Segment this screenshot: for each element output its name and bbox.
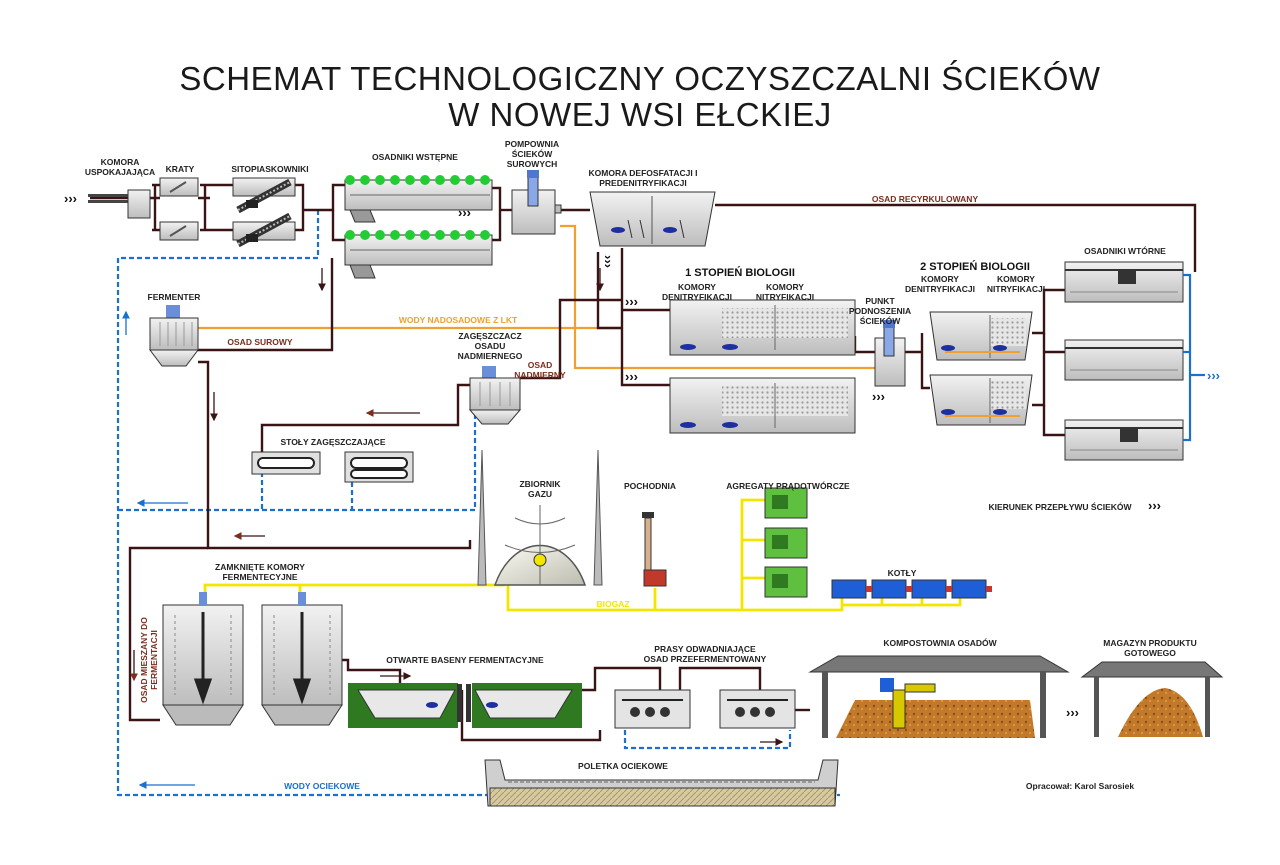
label-osad-nadmierny-1: OSAD [528,360,553,370]
komora-uspokajajaca [88,189,151,219]
label-prasy-1: PRASY ODWADNIAJĄCE [654,644,756,654]
label-punkt-3: ŚCIEKÓW [860,315,902,326]
label-osad-nadmierny-2: NADMIERNY [514,370,566,380]
label-zamkniete-1: ZAMKNIĘTE KOMORY [215,562,305,572]
labels: KOMORA USPOKAJAJĄCA KRATY SITOPIASKOWNIK… [85,139,1197,791]
label-otwarte: OTWARTE BASENY FERMENTACYJNE [386,655,544,665]
kraty-screens [159,177,199,241]
label-osadniki-wtorne: OSADNIKI WTÓRNE [1084,245,1166,256]
label-fermenter: FERMENTER [148,292,201,302]
poletka-ociekowe [484,759,839,807]
title-line-2: W NOWEJ WSI EŁCKIEJ [448,96,832,133]
osadniki-wtorne [1064,261,1184,461]
label-stopien-2: 2 STOPIEŃ BIOLOGII [920,260,1030,273]
pochodnia [642,512,667,587]
stoly-zageszczajace [251,451,414,483]
label-zageszczacz-1: ZAGĘSZCZACZ [458,331,521,341]
magazyn-produktu [1080,661,1224,737]
label-komory-denitr-1a: KOMORY [678,282,716,292]
punkt-podnoszenia [874,320,906,387]
label-zbiornik-2: GAZU [528,489,552,499]
label-wody-ociekowe: WODY OCIEKOWE [284,781,360,791]
label-osad-surowy: OSAD SUROWY [227,337,293,347]
label-zamkniete-2: FERMENTECYJNE [222,572,297,582]
label-zageszczacz-2: OSADU [475,341,506,351]
label-osad-recyrkulowany: OSAD RECYRKULOWANY [872,194,979,204]
label-punkt-2: PODNOSZENIA [849,306,911,316]
label-defosfatacja-2: PREDENITRYFIKACJI [599,178,687,188]
fermenter [149,305,199,367]
zamkniete-komory [162,592,343,726]
flow-direction-arrows [130,268,784,746]
label-komora-2: USPOKAJAJĄCA [85,167,155,177]
komora-defosfatacji [589,191,716,247]
drain-arrows [122,310,195,789]
label-zageszczacz-3: NADMIERNEGO [458,351,523,361]
label-kompostownia: KOMPOSTOWNIA OSADÓW [883,637,997,648]
supernatant-lines [197,224,875,370]
flow-arrow-icon: ››› [625,369,638,384]
otwarte-baseny [348,683,582,728]
flow-arrow-icon: ››› [601,255,616,268]
label-stoly: STOŁY ZAGĘSZCZAJĄCE [280,437,385,447]
label-osad-mieszany-2: FERMENTACJI [149,630,159,690]
label-agregaty: AGREGATY PRĄDOTWÓRCZE [726,480,850,491]
label-punkt-1: PUNKT [865,296,895,306]
label-wody-nadosadowe: WODY NADOSADOWE Z LKT [399,315,518,325]
label-komory-nitr-2a: KOMORY [997,274,1035,284]
label-stopien-1: 1 STOPIEŃ BIOLOGII [685,266,795,279]
label-pompownia-3: SUROWYCH [507,159,558,169]
label-prasy-2: OSAD PRZEFERMENTOWANY [644,654,767,664]
biogas-lines [203,498,962,612]
stopien-2-biologii [929,311,1033,426]
label-defosfatacja-1: KOMORA DEFOSFATACJI I [589,168,698,178]
flow-arrow-icon: ››› [625,294,638,309]
label-opracowal: Opracował: Karol Sarosiek [1026,781,1134,791]
zageszczacz-osadu [468,366,522,425]
flow-arrow-icon: ››› [872,389,885,404]
label-komory-denitr-1b: DENITRYFIKACJI [662,292,732,302]
kompostownia [808,655,1070,738]
label-komory-nitr-1b: NITRYFIKACJI [756,292,814,302]
legend-arrow-icon: ››› [1148,498,1161,513]
label-kierunek: KIERUNEK PRZEPŁYWU ŚCIEKÓW [988,501,1132,512]
label-komory-nitr-2b: NITRYFIKACJI [987,284,1045,294]
sitopiaskowniki [232,177,296,248]
title-line-1: SCHEMAT TECHNOLOGICZNY OCZYSZCZALNI ŚCIE… [179,60,1101,97]
outflow-lines [1183,273,1205,442]
outflow-arrow-icon: ››› [1207,368,1220,383]
label-osadniki-wstepne: OSADNIKI WSTĘPNE [372,152,458,162]
label-biogaz: BIOGAZ [596,599,629,609]
agregaty-pradotworcze [764,487,808,598]
label-magazyn-2: GOTOWEGO [1124,648,1176,658]
label-komory-denitr-2a: KOMORY [921,274,959,284]
inflow-arrow-icon: ››› [64,191,77,206]
triple-arrow-icons: ››› ››› ››› ››› ››› ››› ››› ››› [64,191,1161,720]
label-pompownia-1: POMPOWNIA [505,139,559,149]
mixer-icon [611,219,685,239]
prasy-odwadniajace [614,689,796,729]
label-kraty: KRATY [166,164,195,174]
label-poletka: POLETKA OCIEKOWE [578,761,668,771]
label-magazyn-1: MAGAZYN PRODUKTU [1103,638,1197,648]
label-komory-nitr-1a: KOMORY [766,282,804,292]
label-kotly: KOTŁY [888,568,917,578]
label-zbiornik-1: ZBIORNIK [519,479,561,489]
label-osad-mieszany-1: OSAD MIESZANY DO [139,617,149,703]
drainage-lines [116,210,840,797]
label-pochodnia: POCHODNIA [624,481,676,491]
label-pompownia-2: ŚCIEKÓW [512,148,554,159]
flow-arrow-icon: ››› [1066,705,1079,720]
zbiornik-gazu [477,449,603,586]
pompownia-sciekow [511,170,562,235]
label-sitopiaskowniki: SITOPIASKOWNIKI [231,164,308,174]
osadniki-wstepne [344,175,493,279]
kotly-boilers [831,579,992,599]
label-komora-1: KOMORA [101,157,140,167]
label-komory-denitr-2b: DENITRYFIKACJI [905,284,975,294]
stopien-1-biologii [669,299,856,434]
